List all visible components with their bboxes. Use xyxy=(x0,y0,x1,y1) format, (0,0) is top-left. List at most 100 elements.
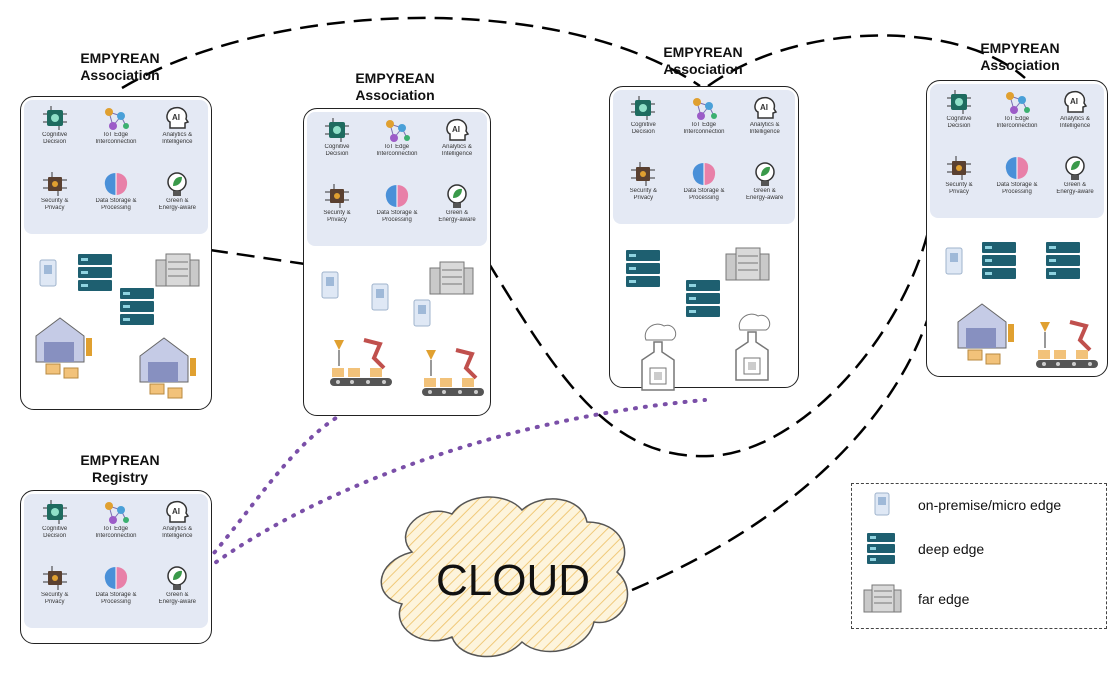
capability-label: Green & xyxy=(753,188,776,194)
network-nodes-icon xyxy=(386,120,410,142)
capability-label: Interconnection xyxy=(683,129,725,135)
association-title-1: EMPYREAN Association xyxy=(55,50,185,84)
capability-green-bulb: Green &Energy-aware xyxy=(148,170,206,212)
capability-label: Privacy xyxy=(327,217,347,223)
legend-label: deep edge xyxy=(918,541,985,557)
svg-text:AI: AI xyxy=(452,125,460,134)
registry-title-line2: Registry xyxy=(91,469,149,485)
security-chip-icon xyxy=(42,172,67,196)
capability-label: Green & xyxy=(166,592,189,598)
capability-label: Analytics & xyxy=(162,132,193,138)
capability-label: Energy-aware xyxy=(158,205,196,211)
deep-edge-icon xyxy=(867,533,895,564)
micro-edge-icon xyxy=(371,283,389,311)
ai-head-icon: AI xyxy=(446,118,470,141)
network-nodes-icon xyxy=(693,98,717,120)
legend-label: far edge xyxy=(918,591,970,607)
deep-edge-icon xyxy=(626,250,660,287)
capability-label: Intelligence xyxy=(1059,123,1091,129)
warehouse-icon xyxy=(957,303,1014,365)
deep-edge-icon xyxy=(686,280,720,317)
micro-edge-icon xyxy=(39,259,57,287)
capability-label: Security & xyxy=(629,188,657,194)
capability-label: Security & xyxy=(40,592,69,598)
capability-ai-head: AI Analytics &Intelligence xyxy=(428,116,486,158)
micro-edge-icon xyxy=(945,247,963,275)
factory-chip-icon xyxy=(641,323,677,391)
link-assoc2-assoc4-lower xyxy=(486,231,930,458)
capability-label: Green & xyxy=(1063,182,1087,188)
capability-label: Privacy xyxy=(44,599,65,605)
green-bulb-icon xyxy=(167,172,188,196)
ai-head-icon: AI xyxy=(753,96,777,119)
deep-edge-icon xyxy=(120,288,154,325)
deep-edge-icon xyxy=(982,242,1016,279)
capability-label: Cognitive xyxy=(42,526,68,532)
capability-security-chip: Security &Privacy xyxy=(614,160,672,202)
association-title-line2: Association xyxy=(663,61,743,77)
capability-label: Intelligence xyxy=(749,129,780,135)
capability-label: Processing xyxy=(382,217,412,223)
capability-label: Analytics & xyxy=(1060,116,1090,122)
brain-storage-icon xyxy=(104,567,128,589)
capability-label: Decision xyxy=(631,129,655,135)
security-chip-icon xyxy=(325,184,349,208)
warehouse-icon xyxy=(139,337,196,399)
svg-text:AI: AI xyxy=(172,113,180,122)
capability-security-chip: Security &Privacy xyxy=(930,154,988,196)
capability-label: Decision xyxy=(43,533,67,539)
link-registry-assoc2 xyxy=(206,403,362,562)
association-title-line1: EMPYREAN xyxy=(663,44,743,60)
capability-label: Security & xyxy=(40,198,69,204)
capability-brain-storage: Data Storage &Processing xyxy=(988,154,1046,196)
chip-brain-icon xyxy=(631,96,656,120)
association-title-line1: EMPYREAN xyxy=(980,40,1060,56)
capability-label: Green & xyxy=(445,210,469,216)
svg-text:AI: AI xyxy=(172,507,180,516)
capability-label: Energy-aware xyxy=(1056,189,1094,195)
capability-label: Processing xyxy=(1002,189,1032,195)
capability-label: Decision xyxy=(325,151,349,157)
network-nodes-icon xyxy=(1006,92,1030,114)
link-assoc1-assoc2 xyxy=(209,248,306,266)
chip-brain-icon xyxy=(325,118,349,142)
green-bulb-icon xyxy=(167,566,188,590)
association-title-line2: Association xyxy=(80,67,160,83)
cloud-shape xyxy=(380,496,629,658)
association-title-4: EMPYREAN Association xyxy=(955,40,1085,74)
micro-edge-icon xyxy=(321,271,339,299)
capability-green-bulb: Green &Energy-aware xyxy=(1046,154,1104,196)
capability-label: Privacy xyxy=(949,189,969,195)
association-title-line1: EMPYREAN xyxy=(355,70,435,86)
chip-brain-icon xyxy=(947,90,971,114)
green-bulb-icon xyxy=(1065,156,1085,180)
deep-edge-icon xyxy=(78,254,112,291)
robot-arm-conveyor-icon xyxy=(1036,320,1098,368)
chip-brain-icon xyxy=(42,500,67,524)
association-title-line2: Association xyxy=(355,87,435,103)
capability-label: Analytics & xyxy=(442,144,472,150)
capability-label: Intelligence xyxy=(441,151,473,157)
micro-edge-icon xyxy=(874,492,890,516)
capability-label: Data Storage & xyxy=(996,182,1038,188)
far-edge-icon xyxy=(725,247,770,281)
capability-label: Interconnection xyxy=(996,123,1038,129)
network-nodes-icon xyxy=(105,502,129,524)
capability-green-bulb: Green &Energy-aware xyxy=(148,564,206,606)
robot-arm-conveyor-icon xyxy=(422,348,484,396)
link-cloud-assoc4 xyxy=(631,317,930,592)
registry-title: EMPYREAN Registry xyxy=(55,452,185,486)
capability-label: Data Storage & xyxy=(683,188,725,194)
